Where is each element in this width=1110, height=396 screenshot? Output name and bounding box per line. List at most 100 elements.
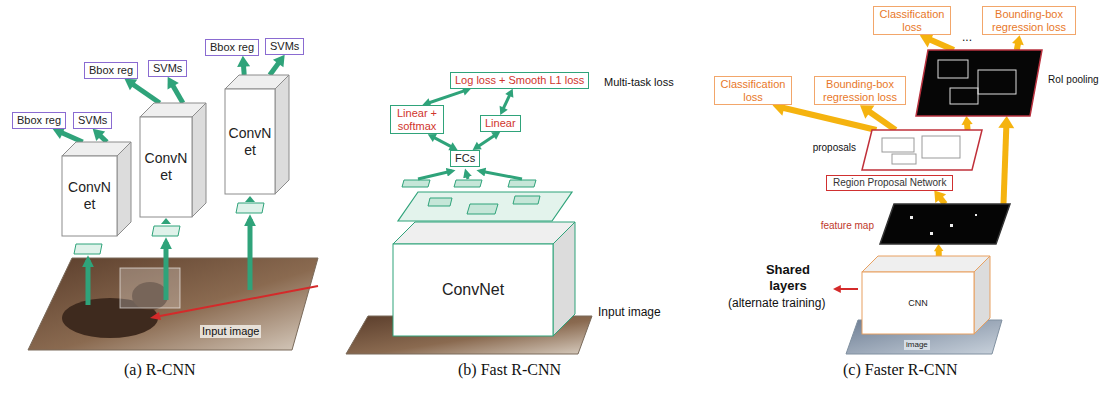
connector-arrow	[125, 79, 160, 103]
arrow-head	[962, 116, 973, 125]
convnet-block: ConvN et	[140, 103, 206, 217]
region-mark	[910, 216, 913, 219]
output-box: Bbox reg	[205, 39, 259, 56]
connector-arrow	[500, 89, 514, 115]
arrow-head	[505, 89, 513, 98]
region-arrow	[248, 219, 253, 290]
block-label: ConvNet	[393, 244, 553, 336]
plane-label: RoI pooling	[1048, 74, 1099, 86]
connector-line	[1004, 124, 1007, 204]
roi-region	[467, 204, 498, 214]
image-label: image	[904, 340, 930, 350]
plane-label: feature map	[821, 220, 874, 232]
connector-arrow	[428, 134, 458, 150]
cube-side	[974, 256, 990, 334]
arrow-head	[473, 142, 482, 150]
arrow-head	[93, 129, 105, 141]
connector-arrow	[962, 116, 973, 130]
annotation: Shared layers	[752, 262, 824, 293]
connector-line	[60, 132, 83, 142]
roi-arrow	[466, 172, 468, 179]
region-box	[120, 268, 180, 308]
connector-line	[867, 110, 896, 130]
plane-label: proposals	[813, 142, 856, 154]
cube-side	[553, 222, 575, 336]
output-box: Bbox reg	[12, 112, 66, 129]
box-label: Bbox reg	[89, 64, 133, 77]
output-box: Bbox reg	[84, 62, 138, 79]
connector-line	[428, 90, 466, 103]
connector-line	[477, 135, 495, 147]
cube-outline	[393, 222, 575, 336]
box-label: Bounding-box regression loss	[987, 8, 1071, 33]
patch-arrow	[245, 196, 255, 202]
block-label: ConvN et	[140, 117, 192, 217]
box-label: Classification loss	[719, 78, 787, 103]
connector-line	[131, 83, 160, 103]
layer-box: Linear	[480, 115, 521, 132]
roi-arrow	[480, 171, 522, 179]
connector-line	[172, 83, 183, 103]
box-label: Classification loss	[878, 8, 946, 33]
connector-arrow	[1012, 35, 1024, 50]
subfigure-caption: (b) Fast R-CNN	[458, 360, 561, 379]
cube-top	[393, 222, 575, 244]
convnet-block: ConvN et	[62, 142, 131, 236]
region-arrow	[164, 242, 169, 300]
connector-arrow	[422, 87, 470, 107]
box-label: Bbox reg	[210, 41, 254, 54]
image-label: Input image	[200, 325, 261, 338]
connector-line	[503, 94, 511, 110]
arrow-head	[998, 116, 1014, 128]
arrow-head	[428, 134, 437, 142]
arrow-head	[934, 191, 946, 203]
conv-feature-map	[398, 192, 572, 221]
plane-shape	[862, 130, 982, 170]
red-pointer-head	[150, 312, 161, 320]
cube-side	[192, 103, 206, 217]
cube-front	[62, 156, 117, 236]
roi-feature	[402, 180, 430, 187]
region-mark	[892, 154, 916, 164]
shared-pointer	[836, 288, 858, 290]
loss-box: Log loss + Smooth L1 loss	[450, 72, 589, 89]
loss-box: Classification loss	[873, 6, 951, 35]
subfigure-caption: (c) Faster R-CNN	[843, 360, 958, 379]
cube-outline	[862, 256, 990, 334]
plane-shape	[880, 204, 1010, 244]
annotation: Multi-task loss	[604, 76, 674, 89]
ellipsis: ...	[962, 30, 972, 44]
block-label: ConvN et	[225, 89, 275, 194]
warped-patch	[74, 244, 102, 254]
connector-arrow	[934, 244, 944, 256]
connector-arrow	[473, 132, 501, 150]
arrow-head	[491, 132, 500, 140]
layer-box: FCs	[450, 150, 480, 167]
annotation: (alternate training)	[728, 296, 825, 310]
box-label: SVMs	[78, 114, 107, 127]
connector-arrow	[53, 127, 83, 142]
plane-outline	[862, 130, 982, 170]
arrow-head	[53, 127, 66, 139]
roi-arrow	[418, 171, 452, 179]
region-arrow	[86, 260, 91, 305]
output-box: SVMs	[73, 112, 112, 129]
plane-shape	[916, 50, 1042, 116]
box-label: Region Proposal Network	[833, 177, 946, 189]
arrow-head	[934, 244, 944, 251]
arrow-head	[1012, 35, 1024, 45]
connector-line	[433, 137, 453, 147]
region-mark	[950, 88, 978, 104]
loss-box: Classification loss	[714, 76, 792, 105]
box-label: Linear + softmax	[395, 107, 439, 132]
cnn-block: CNN	[862, 256, 990, 334]
region-mark	[930, 232, 933, 235]
arrow-head	[125, 79, 138, 91]
connector-arrow	[998, 116, 1014, 204]
box-label: SVMs	[270, 40, 299, 53]
arrow-head	[168, 77, 179, 90]
plane-outline	[880, 204, 1010, 244]
connector-line	[928, 39, 954, 50]
cube-side	[275, 75, 289, 194]
